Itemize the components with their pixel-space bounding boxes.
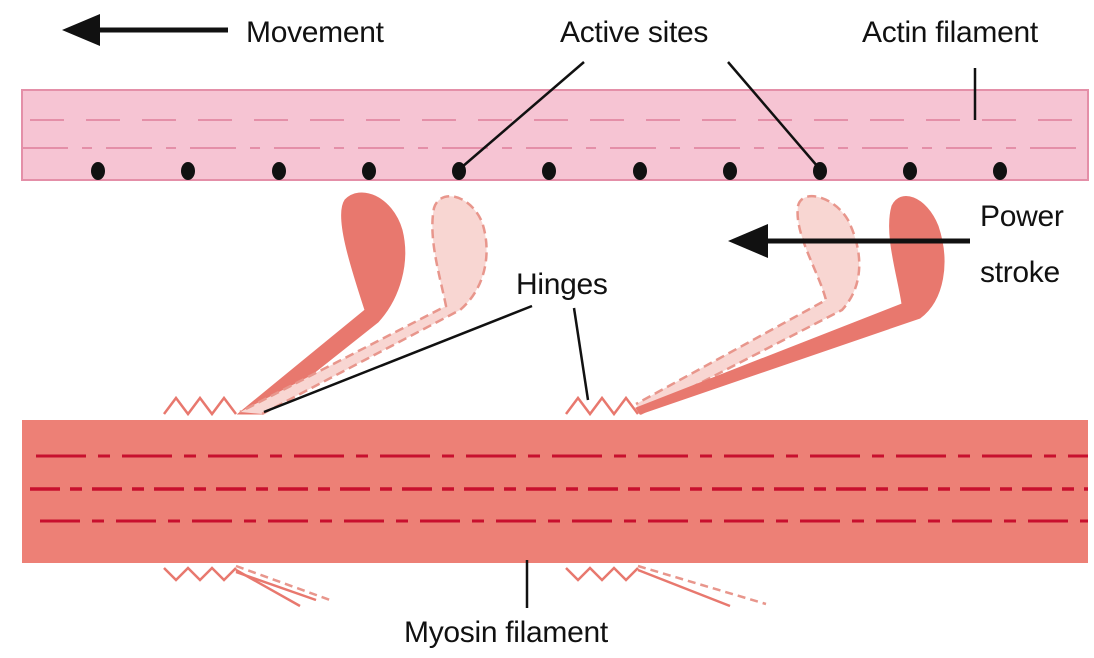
leader-hinge-left [264, 306, 532, 412]
movement-arrow [62, 14, 228, 46]
active-site-dot [91, 162, 105, 180]
hinge-left-bottom [164, 566, 330, 606]
active-site-dot [993, 162, 1007, 180]
active-site-dot [903, 162, 917, 180]
hinge-right-bottom [566, 566, 766, 606]
label-actin-filament: Actin filament [862, 16, 1039, 49]
label-stroke: stroke [980, 256, 1060, 289]
leader-hinge-right [574, 308, 588, 400]
active-site-dot [542, 162, 556, 180]
cross-bridge-right-ghost [636, 196, 859, 414]
label-myosin-filament: Myosin filament [404, 616, 609, 649]
active-site-dot [272, 162, 286, 180]
active-site-dot [362, 162, 376, 180]
hinge-right-top [566, 398, 638, 414]
active-site-dot [181, 162, 195, 180]
label-power: Power [980, 200, 1064, 233]
label-movement: Movement [246, 16, 385, 49]
label-active-sites: Active sites [560, 16, 708, 49]
myosin-filament [22, 420, 1088, 563]
active-site-dot [633, 162, 647, 180]
active-site-dot [723, 162, 737, 180]
hinge-left-top [164, 398, 236, 414]
label-hinges: Hinges [516, 268, 608, 301]
